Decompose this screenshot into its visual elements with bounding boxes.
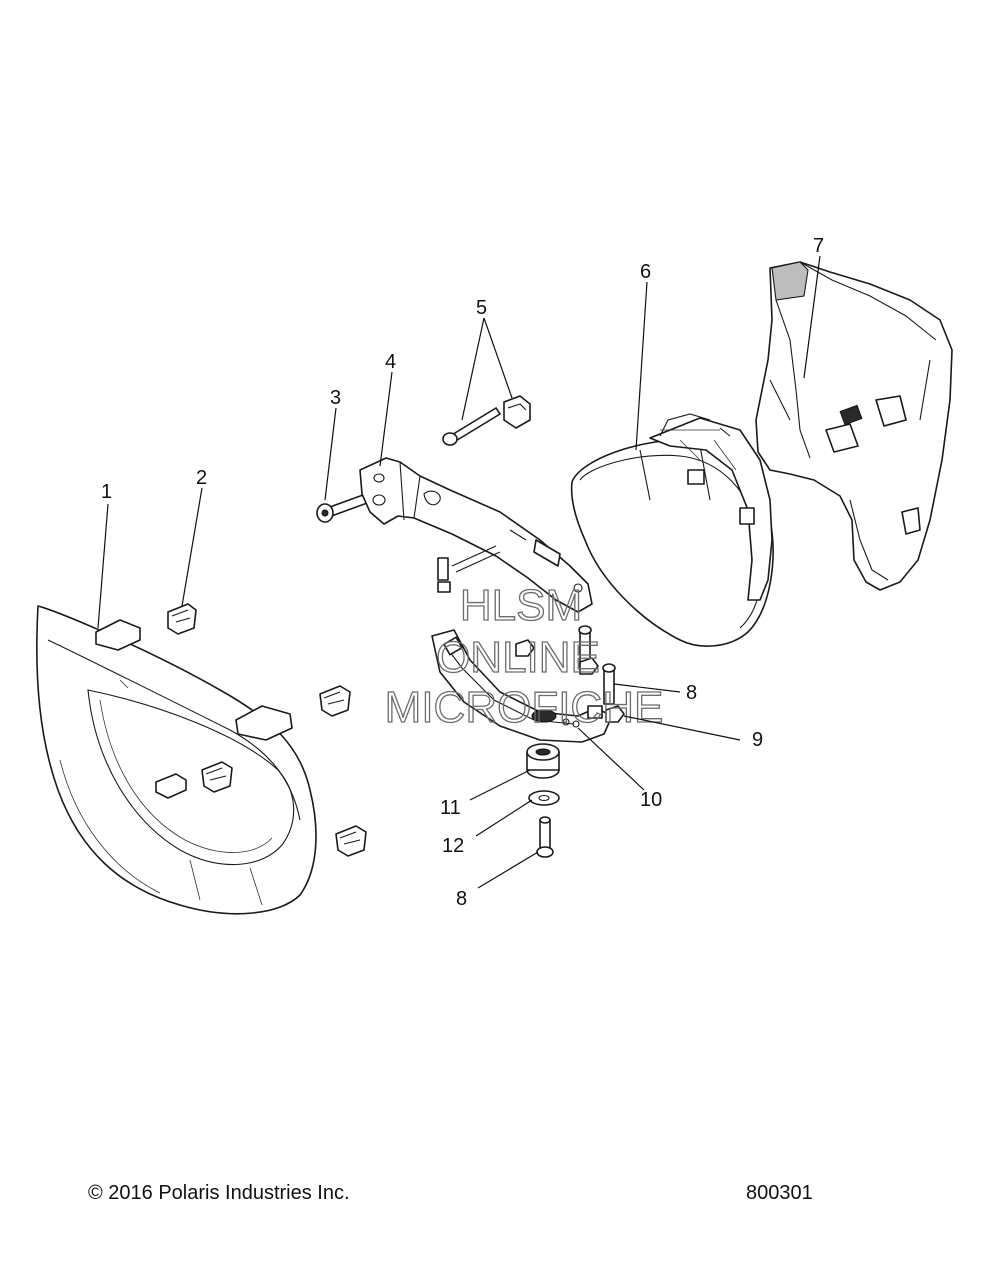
part-7-housing — [755, 261, 953, 591]
part-1-headlight-bezel — [36, 605, 317, 915]
callout-9: 9 — [752, 729, 763, 751]
callout-8-upper: 8 — [686, 682, 697, 704]
callout-6: 6 — [640, 261, 651, 283]
part-8-screw-lower — [536, 816, 554, 858]
part-12-washer — [528, 790, 560, 806]
watermark-line2: ONLINE — [436, 633, 600, 682]
callout-11: 11 — [440, 797, 461, 819]
part-11-grommet — [526, 743, 560, 779]
callout-3: 3 — [330, 387, 341, 409]
part-6-headlight — [570, 413, 774, 647]
callout-5: 5 — [476, 297, 487, 319]
callout-4: 4 — [385, 351, 396, 373]
part-5-bolt-nut — [442, 395, 531, 446]
callout-10: 10 — [640, 789, 662, 811]
callout-8-lower: 8 — [456, 888, 467, 910]
copyright-text: © 2016 Polaris Industries Inc. — [88, 1182, 350, 1204]
callout-2: 2 — [196, 467, 207, 489]
callout-1: 1 — [101, 481, 112, 503]
watermark-line1: HLSM — [460, 581, 582, 630]
part-2-clips — [167, 603, 367, 857]
part-4-bracket — [359, 457, 593, 613]
part-9-nut — [515, 639, 625, 723]
callouts: 1 2 3 4 5 6 7 8 9 10 11 12 8 — [101, 235, 824, 910]
callout-7: 7 — [813, 235, 824, 257]
leader-lines — [97, 255, 821, 889]
diagram-code: 800301 — [746, 1182, 813, 1204]
watermark-line3: MICROFICHE — [385, 683, 664, 732]
callout-12: 12 — [442, 835, 464, 857]
watermark: HLSM ONLINE MICROFICHE — [384, 580, 664, 732]
